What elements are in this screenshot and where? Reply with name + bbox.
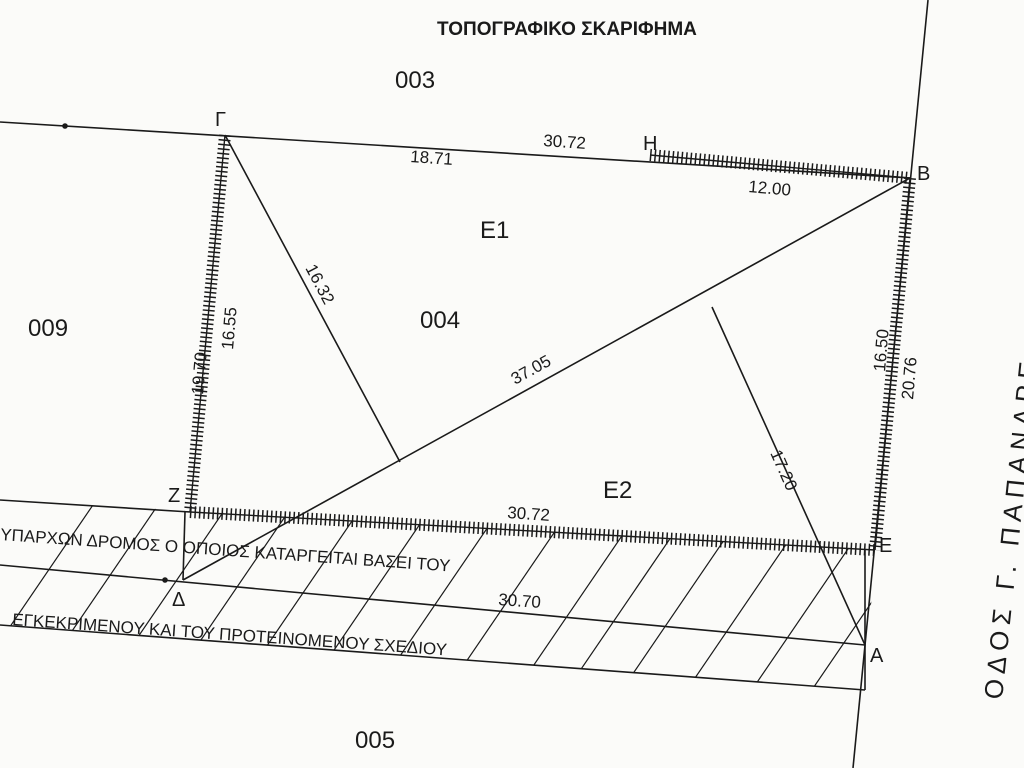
road-note-line2: ΕΓΚΕΚΡΙΜΕΝΟΥ ΚΑΙ ΤΟΥ ΠΡΟΤΕΙΝΟΜΕΝΟΥ ΣΧΕΔΙ… — [12, 610, 448, 659]
point-eta: Η — [643, 133, 657, 155]
line-16-32 — [224, 134, 401, 463]
road-hatching — [0, 500, 875, 690]
point-delta: Δ — [172, 589, 185, 611]
dim-gamma-zeta-inner: 16.55 — [218, 306, 241, 350]
point-zeta: Ζ — [168, 485, 180, 507]
dim-to-alpha: 17.20 — [766, 447, 801, 494]
area-e1: E1 — [480, 217, 509, 244]
dim-16-32: 16.32 — [301, 261, 338, 307]
dim-eta-beta: 12.00 — [748, 177, 792, 200]
dim-beta-epsilon-outer: 16.50 — [870, 328, 893, 372]
parcel-004: 004 — [420, 307, 460, 334]
line-delta-beta — [182, 177, 911, 581]
street-name: ΟΔΟΣ Γ. ΠΑΠΑΝΔΡΕ — [978, 354, 1024, 700]
parcel-003: 003 — [395, 67, 435, 94]
point-gamma: Γ — [215, 109, 226, 131]
dim-delta-beta: 37.05 — [508, 351, 554, 388]
dim-delta-alpha: 30.70 — [498, 590, 542, 612]
dim-gamma-beta: 30.72 — [543, 131, 587, 153]
dim-gamma-eta: 18.71 — [410, 147, 454, 169]
hatched-boundaries — [184, 134, 916, 556]
sketch-title: ΤΟΠΟΓΡΑΦΙΚΟ ΣΚΑΡΙΦΗΜΑ — [437, 19, 697, 40]
boundary-gamma-beta — [0, 121, 911, 179]
point-alpha: Α — [870, 645, 884, 667]
line-to-alpha — [711, 306, 866, 646]
point-epsilon: Ε — [879, 535, 892, 557]
dim-gamma-zeta-outer: 19.70 — [188, 351, 211, 395]
parcel-009: 009 — [28, 315, 68, 342]
dim-zeta-epsilon: 30.72 — [507, 503, 551, 525]
parcel-005: 005 — [355, 727, 395, 754]
point-beta: Β — [917, 163, 930, 185]
dim-beta-epsilon-inner: 20.76 — [898, 356, 921, 400]
area-e2: E2 — [603, 477, 632, 504]
road-note-line1: ΥΠΑΡΧΩΝ ΔΡΟΜΟΣ Ο ΟΠΟΙΟΣ ΚΑΤΑΡΓΕΙΤΑΙ ΒΑΣΕ… — [0, 525, 451, 575]
